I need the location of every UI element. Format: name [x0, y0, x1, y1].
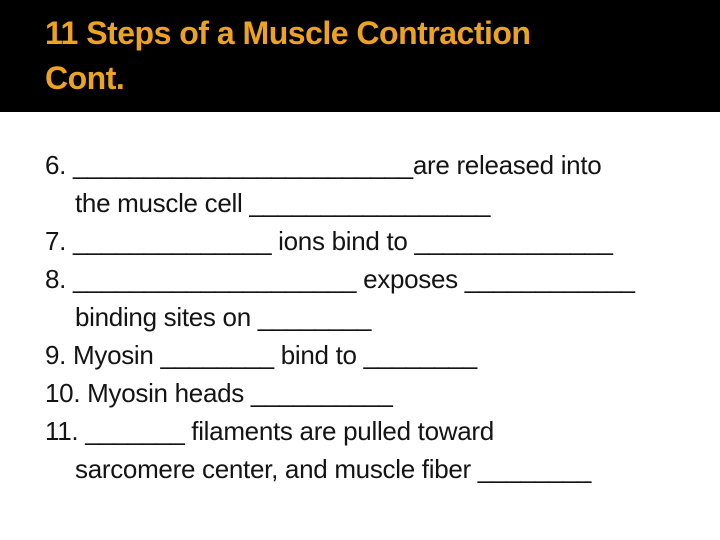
text-line-step-7: 7. ______________ ions bind to _________…	[45, 226, 613, 256]
title-band: 11 Steps of a Muscle Contraction Cont.	[0, 0, 720, 112]
slide-title: 11 Steps of a Muscle Contraction Cont.	[45, 15, 531, 96]
slide-body: 6. ________________________are released …	[0, 146, 720, 488]
text-line-step-6: 6. ________________________are released …	[45, 150, 602, 180]
text-line-step-11: 11. _______ filaments are pulled toward	[45, 416, 494, 446]
text-line-step-8-continuation: binding sites on ________	[75, 302, 372, 332]
text-line-step-6-continuation: the muscle cell _________________	[75, 188, 491, 218]
text-line-step-11-continuation: sarcomere center, and muscle fiber _____…	[75, 454, 592, 484]
text-line-step-8: 8. ____________________ exposes ________…	[45, 264, 635, 294]
text-line-step-10: 10. Myosin heads __________	[45, 378, 393, 408]
text-line-step-9: 9. Myosin ________ bind to ________	[45, 340, 477, 370]
